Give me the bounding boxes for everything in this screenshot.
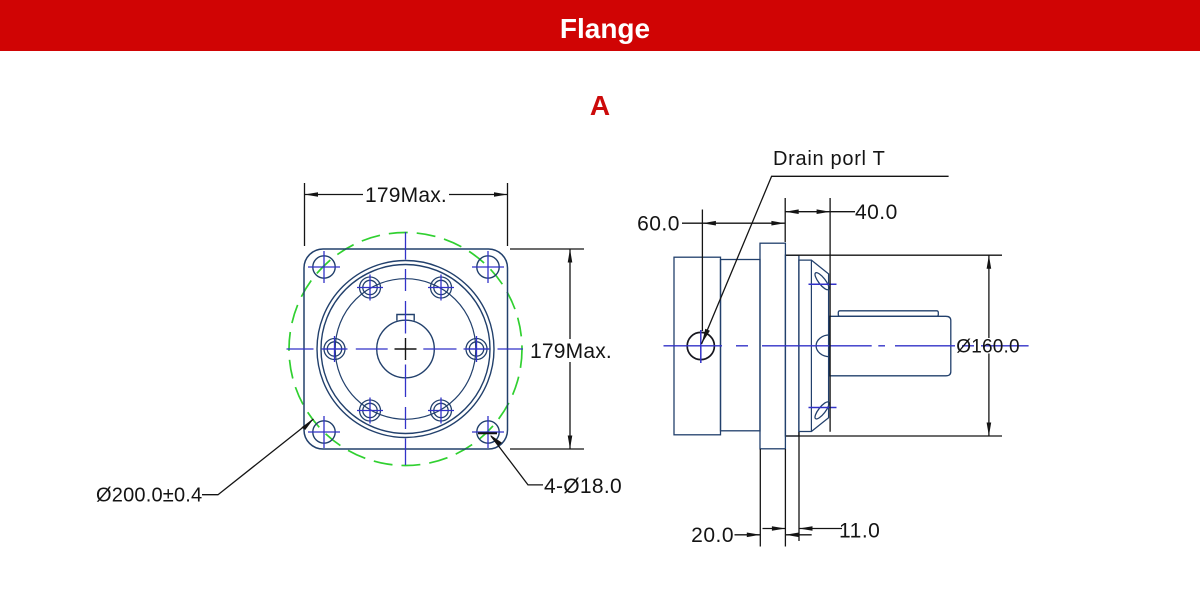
svg-text:Ø200.0±0.4: Ø200.0±0.4 [96, 485, 202, 507]
svg-text:60.0: 60.0 [637, 212, 680, 235]
svg-text:179Max.: 179Max. [365, 184, 447, 207]
svg-text:11.0: 11.0 [839, 520, 880, 543]
svg-text:Drain porl T: Drain porl T [773, 148, 886, 170]
svg-text:179Max.: 179Max. [530, 340, 612, 363]
svg-text:4-Ø18.0: 4-Ø18.0 [544, 475, 622, 498]
svg-text:20.0: 20.0 [691, 524, 734, 547]
svg-text:Ø160.0: Ø160.0 [956, 337, 1020, 358]
svg-text:A: A [590, 90, 610, 121]
svg-text:Flange: Flange [560, 13, 650, 44]
svg-text:40.0: 40.0 [855, 201, 898, 224]
